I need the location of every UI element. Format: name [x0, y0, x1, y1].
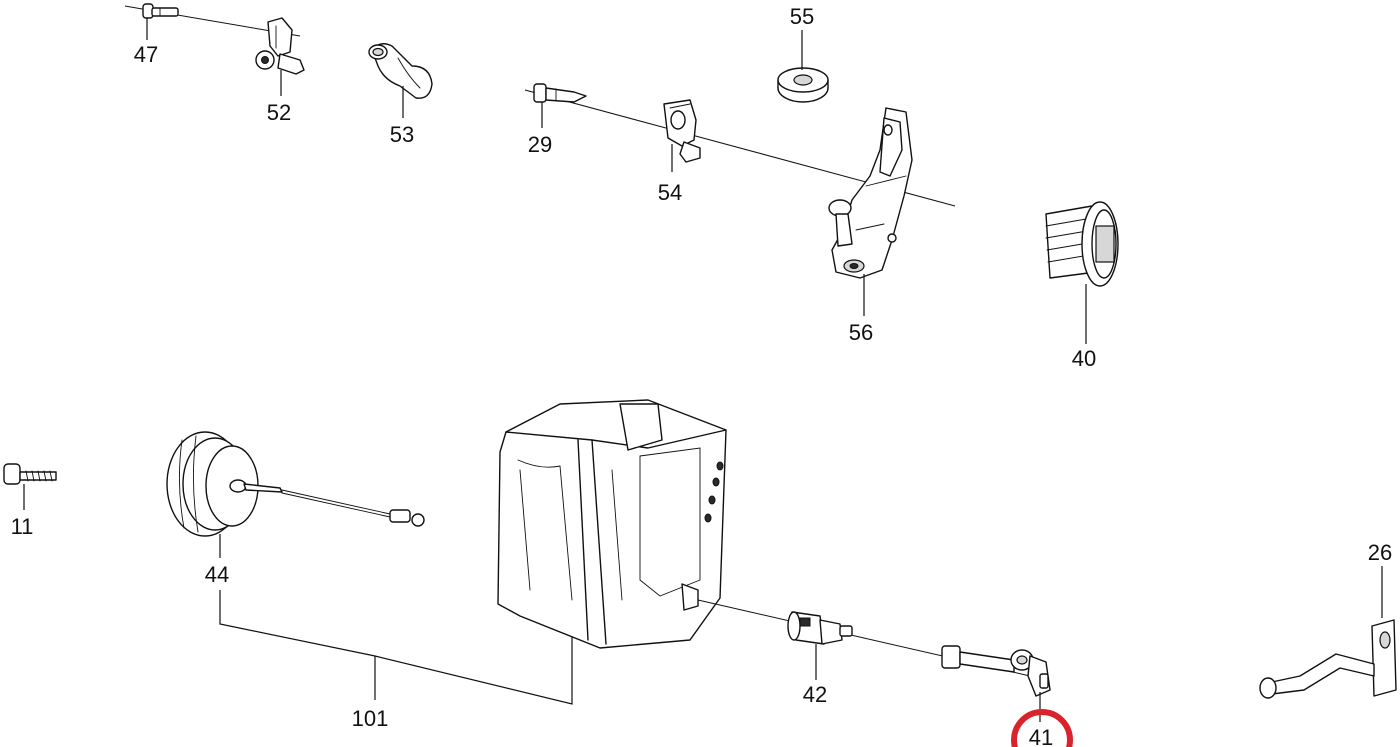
part-11-screw[interactable]	[3, 463, 57, 485]
label-101: 101	[352, 706, 389, 731]
label-42: 42	[803, 682, 827, 707]
part-47-bolt[interactable]	[142, 3, 179, 19]
label-54: 54	[658, 180, 682, 205]
label-40: 40	[1072, 346, 1096, 371]
part-52-bracket[interactable]	[255, 17, 305, 75]
label-47: 47	[134, 42, 158, 67]
part-40-threaded-plug[interactable]	[1045, 201, 1119, 287]
label-41: 41	[1029, 725, 1053, 747]
part-29-pin[interactable]	[533, 83, 587, 103]
main-housing[interactable]	[497, 399, 727, 649]
label-56: 56	[849, 320, 873, 345]
label-53: 53	[390, 122, 414, 147]
label-52: 52	[267, 100, 291, 125]
label-44: 44	[205, 562, 229, 587]
label-55: 55	[790, 4, 814, 29]
label-29: 29	[528, 132, 552, 157]
part-42-coupling[interactable]	[787, 611, 853, 645]
label-11: 11	[11, 514, 34, 539]
part-54-clamp[interactable]	[663, 99, 701, 163]
part-26-bent-rod[interactable]	[1259, 619, 1397, 699]
label-26: 26	[1368, 540, 1392, 565]
part-41-shaft-lever[interactable]	[941, 645, 1051, 697]
part-53-elbow-tube[interactable]	[368, 43, 433, 99]
part-55-washer[interactable]	[777, 67, 829, 103]
part-56-lever-arm[interactable]	[828, 107, 913, 279]
highlight-ring-41	[1011, 709, 1073, 747]
part-44-filler-cap-dipstick[interactable]	[166, 431, 425, 537]
leader-101-group	[219, 590, 573, 705]
